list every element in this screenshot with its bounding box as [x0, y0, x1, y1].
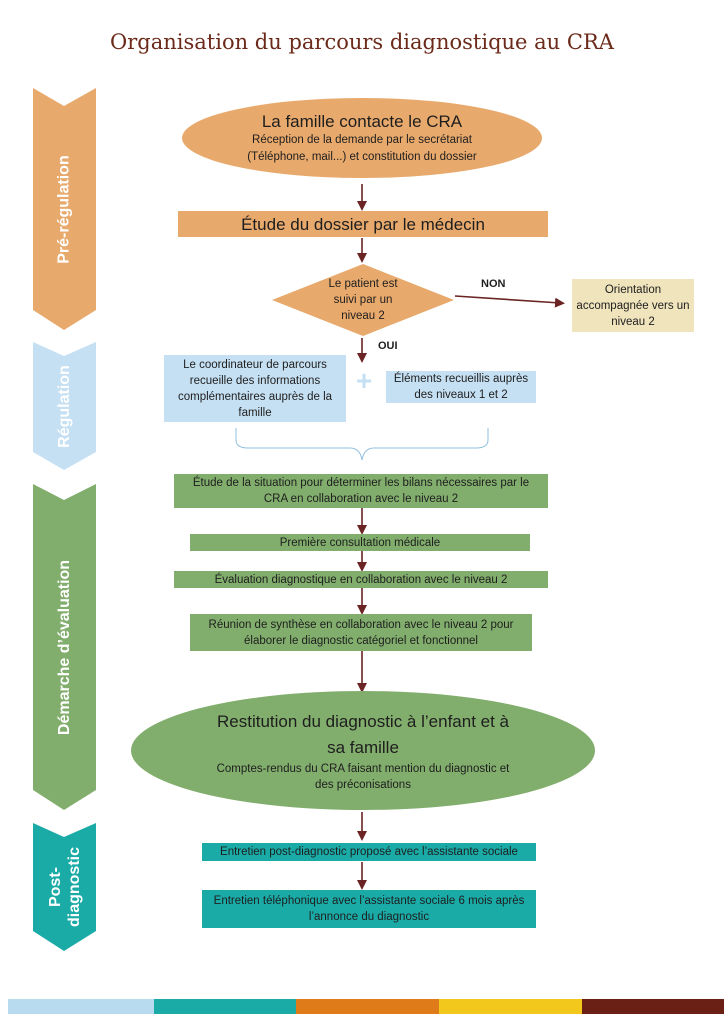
footer-bar-orange — [296, 999, 439, 1014]
entretien-tel-line-2: l’annonce du diagnostic — [308, 911, 430, 923]
elements-line-1: Éléments recueillis auprès — [393, 373, 529, 385]
plus-icon: + — [355, 365, 373, 396]
step-coordinateur-parcours: Le coordinateur de parcours recueille de… — [164, 355, 346, 422]
step-reunion-synthese: Réunion de synthèse en collaboration ave… — [190, 614, 532, 651]
step-premiere-consultation: Première consultation médicale — [190, 534, 530, 551]
phase-chevron-teal — [33, 823, 96, 951]
phase-chevron-blue — [33, 342, 96, 470]
decision-line-2: suivi par un — [333, 294, 393, 306]
entretien-post-label: Entretien post-diagnostic proposé avec l… — [220, 846, 518, 858]
premiere-consultation-label: Première consultation médicale — [279, 536, 441, 549]
comptes-line-1: Comptes-rendus du CRA faisant mention du… — [216, 762, 510, 775]
reunion-line-1: Réunion de synthèse en collaboration ave… — [208, 618, 514, 631]
step-famille-contacte-sub1: Réception de la demande par le secrétari… — [252, 133, 472, 146]
step-famille-contacte-title: La famille contacte le CRA — [261, 111, 463, 131]
comptes-line-2: des préconisations — [315, 778, 411, 791]
decision-diamond-shape — [272, 264, 454, 336]
step-evaluation-diagnostique: Évaluation diagnostique en collaboration… — [174, 571, 548, 588]
footer-bar-light-blue — [8, 999, 154, 1014]
etude-situation-line-2: CRA en collaboration avec le niveau 2 — [263, 493, 459, 505]
phase-evaluation: Démarche d’évaluation — [33, 484, 96, 810]
orientation-line-3: niveau 2 — [611, 315, 655, 328]
phase-regulation: Régulation — [33, 342, 96, 470]
step-orientation-niveau-2: Orientation accompagnée vers un niveau 2 — [572, 279, 694, 332]
coord-line-3: complémentaires auprès de la — [177, 390, 333, 403]
step-entretien-telephonique: Entretien téléphonique avec l’assistante… — [202, 890, 536, 928]
evaluation-diagnostique-label: Évaluation diagnostique en collaboration… — [214, 573, 508, 586]
etude-situation-line-1: Étude de la situation pour déterminer le… — [192, 477, 530, 489]
phase-pre-regulation: Pré-régulation — [33, 88, 96, 330]
coord-line-2: recueille des informations — [189, 374, 321, 387]
coord-line-1: Le coordinateur de parcours — [183, 358, 327, 371]
step-etude-situation: Étude de la situation pour déterminer le… — [174, 474, 548, 508]
step-etude-dossier-label: Étude du dossier par le médecin — [241, 214, 485, 234]
reunion-line-2: élaborer le diagnostic catégoriel et fon… — [244, 634, 478, 647]
phase-post-diagnostic: Post-diagnostic — [33, 823, 96, 951]
step-entretien-post-diagnostic: Entretien post-diagnostic proposé avec l… — [202, 843, 536, 861]
footer-bar-brown — [582, 999, 724, 1014]
footer-bar-yellow — [439, 999, 582, 1014]
bracket-regulation — [235, 428, 489, 461]
entretien-tel-line-1: Entretien téléphonique avec l’assistante… — [213, 895, 525, 907]
decision-line-1: Le patient est — [328, 278, 398, 290]
orientation-line-2: accompagnée vers un — [576, 299, 690, 312]
page-title: Organisation du parcours diagnostique au… — [110, 30, 614, 54]
phase-chevron-orange — [33, 88, 96, 330]
label-non: NON — [481, 278, 506, 290]
decision-suivi-niveau-2: Le patient est suivi par un niveau 2 — [272, 264, 454, 336]
label-oui: OUI — [378, 340, 398, 352]
elements-line-2: des niveaux 1 et 2 — [414, 389, 508, 401]
footer-bar-teal — [154, 999, 296, 1014]
arrow-decision-to-orientation — [454, 295, 565, 308]
restitution-line-1: Restitution du diagnostic à l’enfant et … — [216, 711, 510, 731]
phase-chevron-green — [33, 484, 96, 810]
step-elements-recueillis: Éléments recueillis auprès des niveaux 1… — [386, 371, 536, 403]
step-famille-contacte: La famille contacte le CRA Réception de … — [182, 98, 542, 178]
step-etude-dossier: Étude du dossier par le médecin — [178, 211, 548, 237]
restitution-line-2: sa famille — [327, 737, 399, 757]
step-famille-contacte-sub2: (Téléphone, mail...) et constitution du … — [247, 150, 477, 163]
step-restitution-diagnostic: Restitution du diagnostic à l’enfant et … — [131, 691, 595, 810]
coord-line-4: famille — [238, 406, 272, 419]
orientation-line-1: Orientation — [604, 283, 662, 296]
decision-line-3: niveau 2 — [341, 310, 385, 322]
